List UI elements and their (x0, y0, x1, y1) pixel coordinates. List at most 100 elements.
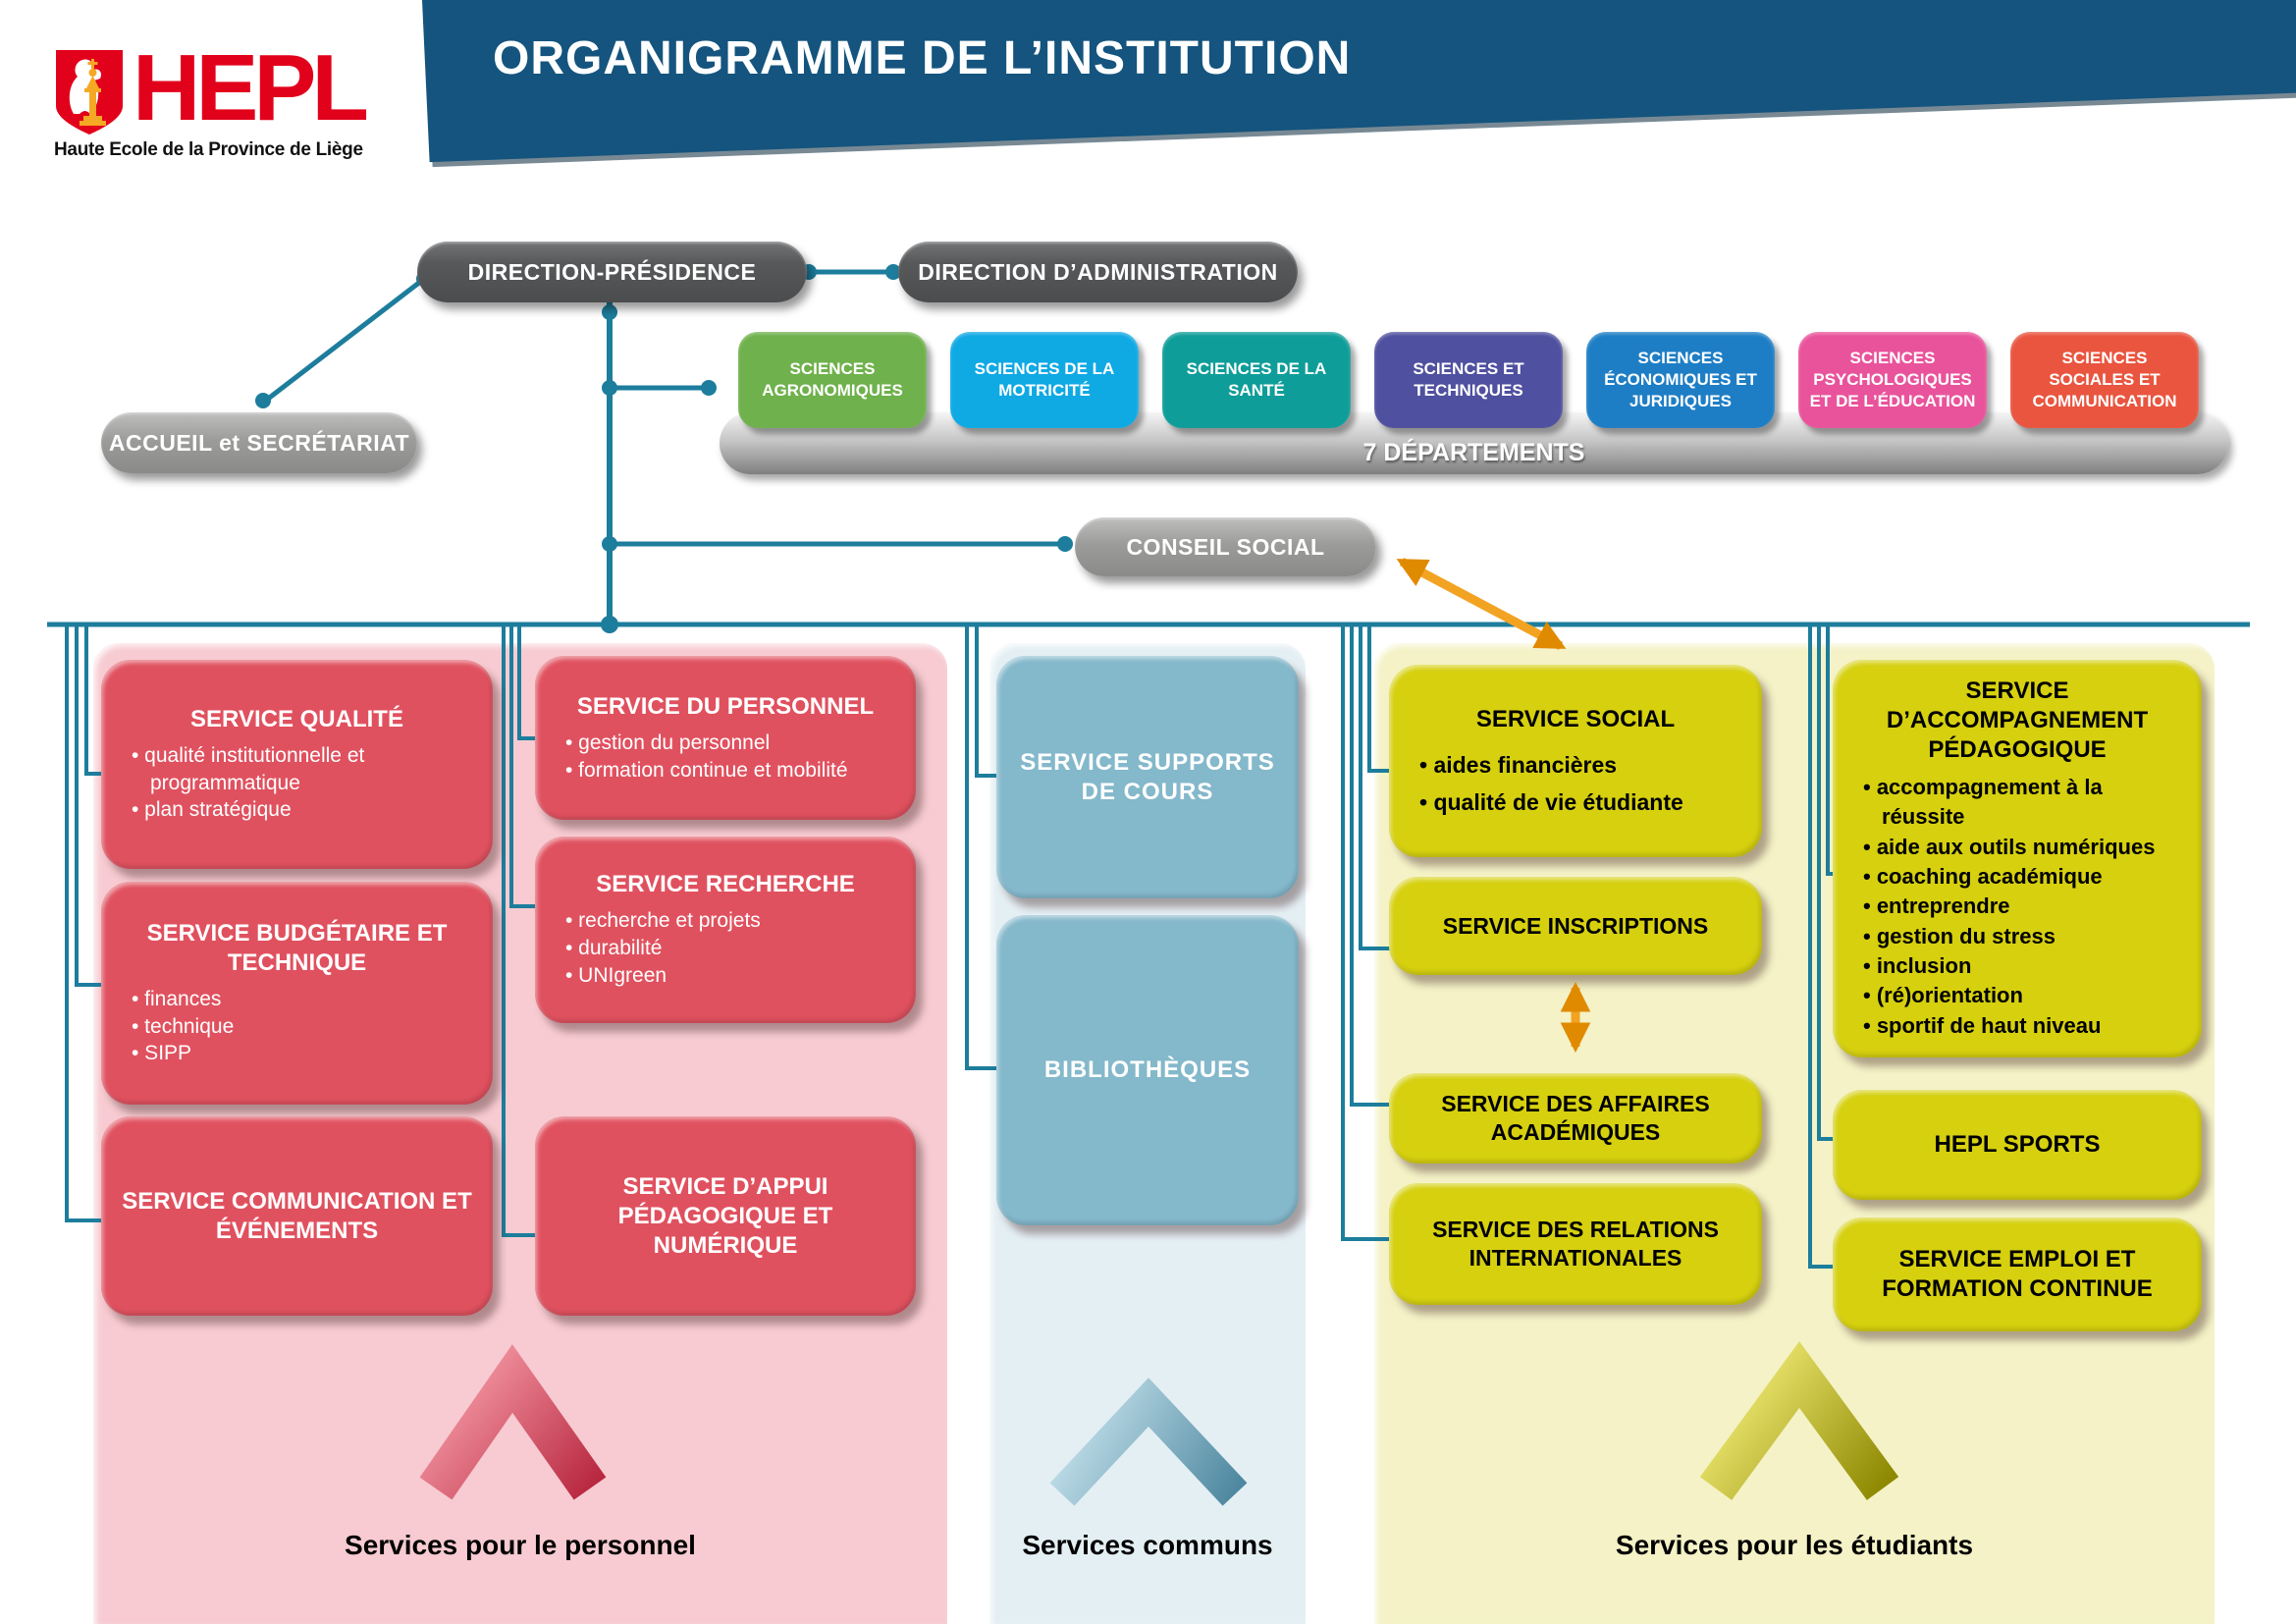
connector-elbows (65, 624, 1835, 1269)
service-title: SERVICE DES RELATIONS INTERNATIONALES (1432, 1217, 1719, 1271)
service-title: SERVICE DU PERSONNEL (576, 692, 875, 720)
service-box-social: SERVICE SOCIAL • aides financières • qual… (1389, 665, 1762, 857)
service-title: BIBLIOTHÈQUES (1043, 1056, 1252, 1083)
node-direction-presidence: DIRECTION-PRÉSIDENCE (417, 242, 807, 302)
chevron-etudiants (1699, 1341, 1899, 1500)
service-box-budgetaire-technique: SERVICE BUDGÉTAIRE ET TECHNIQUE • financ… (101, 882, 493, 1105)
bullet-item: • UNIgreen (565, 963, 667, 987)
service-box-supports-de-cours: SERVICE SUPPORTS DE COURS (996, 656, 1299, 898)
caption-services-etudiants: Services pour les étudiants (1615, 1530, 1974, 1560)
service-box-du-personnel: SERVICE DU PERSONNEL • gestion du person… (535, 656, 916, 820)
bullet-item: • qualité de vie étudiante (1419, 789, 1683, 815)
service-bullets: • recherche et projets • durabilité • UNIg… (555, 907, 896, 989)
elbow-service-emploi (1808, 624, 1835, 1269)
bullet-item: • plan stratégique (132, 798, 292, 822)
service-box-qualite: SERVICE QUALITÉ • qualité institutionnel… (101, 660, 493, 869)
department-label: SCIENCES PSYCHOLOGIQUES ET DE L’ÉDUCATIO… (1809, 348, 1976, 411)
bullet-item: • coaching académique (1863, 863, 2103, 889)
service-box-recherche: SERVICE RECHERCHE • recherche et projets… (535, 837, 916, 1023)
bullet-item: • SIPP (132, 1042, 192, 1065)
service-title: SERVICE BUDGÉTAIRE ET TECHNIQUE (146, 919, 448, 976)
service-box-appui-pedagogique: SERVICE D’APPUI PÉDAGOGIQUE ET NUMÉRIQUE (535, 1116, 916, 1316)
service-box-communication-evenements: SERVICE COMMUNICATION ET ÉVÉNEMENTS (101, 1116, 493, 1316)
node-label: CONSEIL SOCIAL (1126, 533, 1325, 560)
node-label: DIRECTION D’ADMINISTRATION (918, 258, 1278, 285)
bullet-item: • qualité institutionnelle et programmat… (132, 743, 365, 794)
service-box-inscriptions: SERVICE INSCRIPTIONS (1389, 877, 1762, 975)
service-title: SERVICE DES AFFAIRES ACADÉMIQUES (1441, 1091, 1710, 1145)
teal-connectors (47, 269, 2250, 1269)
bullet-item: • accompagnement à la réussite (1863, 774, 2103, 830)
service-title: SERVICE EMPLOI ET FORMATION CONTINUE (1882, 1246, 2153, 1302)
service-title: SERVICE INSCRIPTIONS (1442, 912, 1709, 939)
service-bullets: • finances • technique • SIPP (121, 986, 473, 1067)
department-sciences-techniques: SCIENCES ET TECHNIQUES (1374, 332, 1563, 428)
bullet-item: • entreprendre (1863, 893, 2010, 919)
service-title: SERVICE RECHERCHE (596, 871, 855, 898)
page-title: ORGANIGRAMME DE L’INSTITUTION (493, 32, 1352, 84)
department-label: SCIENCES ET TECHNIQUES (1413, 358, 1524, 400)
elbow-bibliotheques (965, 624, 998, 1070)
node-label: ACCUEIL et SECRÉTARIAT (108, 429, 410, 456)
title-banner: ORGANIGRAMME DE L’INSTITUTION (422, 0, 2296, 169)
logo-tagline: Haute Ecole de la Province de Liège (54, 139, 363, 160)
service-title: SERVICE D’ACCOMPAGNEMENT PÉDAGOGIQUE (1886, 677, 2149, 763)
department-sciences-agronomiques: SCIENCES AGRONOMIQUES (738, 332, 927, 428)
bullet-item: • finances (132, 987, 222, 1010)
service-box-hepl-sports: HEPL SPORTS (1833, 1090, 2202, 1200)
elbow-affaires-academiques (1350, 624, 1391, 1107)
elbow-service-qualite (84, 624, 103, 776)
department-sciences-psychologiques-education: SCIENCES PSYCHOLOGIQUES ET DE L’ÉDUCATIO… (1798, 332, 1987, 428)
node-label: DIRECTION-PRÉSIDENCE (467, 258, 757, 285)
chevron-personnel (419, 1344, 607, 1500)
bullet-item: • formation continue et mobilité (565, 758, 848, 782)
elbow-service-budgetaire (75, 624, 103, 987)
bullet-item: • gestion du personnel (565, 731, 771, 754)
caption-services-personnel: Services pour le personnel (345, 1530, 696, 1560)
bullet-item: • (ré)orientation (1863, 983, 2023, 1008)
logo-acronym: HEPL (133, 35, 369, 140)
service-bullets: • qualité institutionnelle et programmat… (121, 742, 473, 824)
bullet-item: • inclusion (1863, 953, 1972, 979)
service-box-bibliotheques: BIBLIOTHÈQUES (996, 915, 1299, 1225)
elbow-service-personnel (517, 624, 537, 740)
service-title: SERVICE SOCIAL (1475, 705, 1676, 732)
hepl-logo: HEPL Haute Ecole de la Province de Liège (54, 29, 378, 167)
department-sciences-sociales-communication: SCIENCES SOCIALES ET COMMUNICATION (2010, 332, 2199, 428)
department-label: SCIENCES AGRONOMIQUES (762, 358, 903, 400)
department-sciences-sante: SCIENCES DE LA SANTÉ (1162, 332, 1351, 428)
elbow-service-recherche (509, 624, 537, 908)
service-bullets: • gestion du personnel • formation contin… (555, 730, 896, 784)
department-label: SCIENCES SOCIALES ET COMMUNICATION (2032, 348, 2177, 411)
elbow-service-appui (502, 624, 537, 1237)
service-title: SERVICE QUALITÉ (190, 705, 403, 732)
department-label: SCIENCES ÉCONOMIQUES ET JURIDIQUES (1604, 348, 1757, 411)
node-direction-administration: DIRECTION D’ADMINISTRATION (898, 242, 1298, 302)
bullet-item: • gestion du stress (1863, 923, 2056, 948)
service-box-emploi-formation-continue: SERVICE EMPLOI ET FORMATION CONTINUE (1833, 1218, 2202, 1331)
service-box-relations-internationales: SERVICE DES RELATIONS INTERNATIONALES (1389, 1183, 1762, 1305)
service-box-affaires-academiques: SERVICE DES AFFAIRES ACADÉMIQUES (1389, 1073, 1762, 1164)
elbow-hepl-sports (1817, 624, 1835, 1141)
hepl-logo-shield (56, 50, 123, 135)
bullet-item: • durabilité (565, 937, 663, 960)
bullet-item: • recherche et projets (565, 909, 761, 933)
bullet-item: • aides financières (1419, 751, 1618, 778)
elbow-service-communication (65, 624, 103, 1222)
elbow-accompagnement (1826, 624, 1835, 876)
elbow-service-social (1367, 624, 1391, 773)
department-sciences-economiques-juridiques: SCIENCES ÉCONOMIQUES ET JURIDIQUES (1586, 332, 1775, 428)
service-title: SERVICE D’APPUI PÉDAGOGIQUE ET NUMÉRIQUE (617, 1172, 833, 1259)
perron-glyph (80, 59, 106, 126)
bullet-item: • technique (132, 1014, 235, 1038)
service-title: SERVICE SUPPORTS DE COURS (1020, 748, 1275, 805)
service-bullets: • accompagnement à la réussite • aide aux… (1852, 773, 2182, 1041)
section-chevrons (419, 1341, 1899, 1506)
connector-presidence-accueil (261, 277, 426, 405)
elbow-relations-internationales (1341, 624, 1391, 1241)
bullet-item: • aide aux outils numériques (1863, 834, 2156, 859)
chevron-communs (1049, 1378, 1248, 1506)
